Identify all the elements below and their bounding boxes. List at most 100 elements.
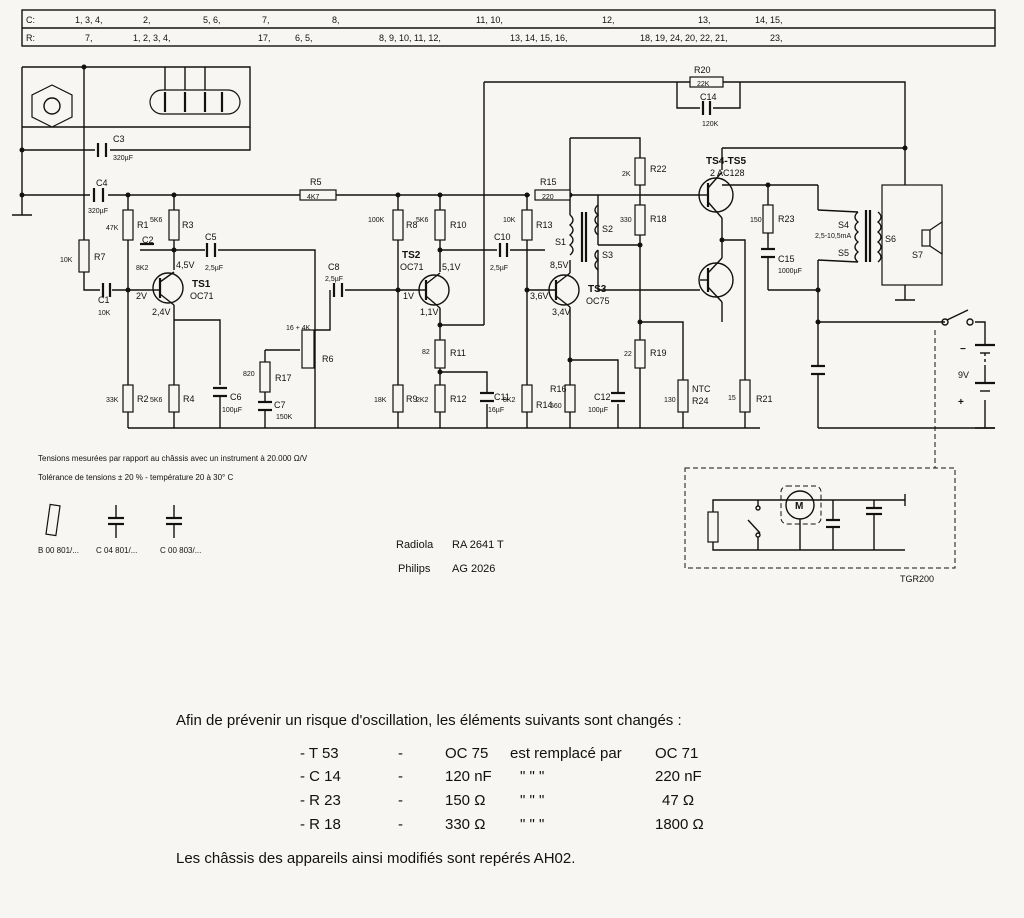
r2-value: 33K [106,397,119,404]
c6-value: 100µF [222,407,242,414]
header-c-label: C: [26,15,35,25]
mod-row-old: OC 75 [445,745,488,762]
resistor-r2 [122,384,134,413]
header-r-entry: 8, 9, 10, 11, 12, [379,33,441,43]
c4-value: 320µF [88,208,108,215]
transistor-ts3: TS3 OC75 [548,272,610,308]
ts3-ref: TS3 [588,284,607,295]
ts2-type: OC71 [400,262,424,272]
c14-value: 1000µF [778,268,802,275]
transistor-ts2: TS2 OC71 [400,250,450,309]
mod-row-old: 330 Ω [445,816,485,833]
header-c-entry: 13, [698,15,711,25]
mod-row-ref: - T 53 [300,745,339,762]
resistor-r4 [168,384,180,413]
model-2: AG 2026 [452,563,495,575]
note-line-1: Tensions mesurées par rapport au châssis… [38,454,308,463]
mod-row-new: 220 nF [655,768,702,785]
r7-ref: R7 [94,252,106,262]
voltage-ts1-e: 2,4V [152,307,171,317]
header-c-entry: 12, [602,15,615,25]
r4-ref: R4 [183,394,195,404]
header-c-entry: 7, [262,15,270,25]
mod-row-phrase: est remplacé par [510,745,622,762]
r17-value: 820 [243,371,255,378]
header-r-label: R: [26,33,35,43]
r22-value: 2K [622,171,631,178]
modification-footer: Les châssis des appareils ainsi modifiés… [176,850,575,867]
r12-value: 2K2 [416,397,429,404]
capacitors: C3 320µF C4 320µF C14 120K C1 10K C2 8K2… [88,92,825,421]
voltage-ts1-c: 4,5V [176,260,195,270]
header-r-entry: 1, 2, 3, 4, [133,33,171,43]
winding-s4: S4 [838,220,849,230]
resistor-r19 [634,339,646,369]
thermistor-r24 [677,379,689,413]
ts2-ref: TS2 [402,250,421,261]
r21-ref: R21 [756,394,773,404]
r1-value: 47K [106,225,119,232]
voltage-ts2-c: 5,1V [442,262,461,272]
ts4-ts5-type: 2 AC128 [710,168,745,178]
r2-ref: R2 [137,394,149,404]
r24-ntc: NTC [692,384,711,394]
header-c-entry: 5, 6, [203,15,221,25]
battery-voltage: 9V [958,370,969,380]
r13-ref: R13 [536,220,553,230]
r3-value: 5K6 [150,217,163,224]
mod-row-sep: - [398,816,403,833]
record-head [31,84,73,128]
r11-ref: R11 [450,348,466,358]
notes: Tensions mesurées par rapport au châssis… [38,454,308,482]
mod-row-phrase: " " " [520,768,544,785]
mod-row-new: 47 Ω [662,792,694,809]
c7-value: 150K [276,414,293,421]
resistor-r10 [434,209,446,241]
r4-value: 5K6 [150,397,163,404]
battery-icon: − 9V + [958,343,995,408]
c11-value: 16µF [488,407,504,414]
header-table: C: R: 1, 3, 4, 2, 5, 6, 7, 8, 11, 10, 12… [21,9,996,47]
r5-ref: R5 [310,177,322,187]
mod-row-ref: - R 23 [300,792,341,809]
r20-value: 22K [697,81,710,88]
motor-regulator-box: M TGR200 [684,467,956,584]
potentiometer-r6 [301,329,315,369]
transistors: TS1 OC71 TS2 OC71 TS3 OC75 [150,156,746,309]
r14-value: 8K2 [503,397,516,404]
voltage-ts2-e: 1,1V [420,307,439,317]
header-c-entry: 11, 10, [476,15,503,25]
c10-value: 2,5µF [490,265,508,272]
erase-head-symbol [149,67,241,115]
c11-ref: C11 [494,392,510,402]
r23-value: 150 [750,217,762,224]
resistor-r1 [122,209,134,241]
voltages: 4,5V 2V 2,4V 5,1V 1V 1,1V 8,5V 3,6V 3,4V [136,260,571,317]
c12-ref: C12 [594,392,611,402]
resistor-r22 [634,157,646,186]
c13-value: 120K [702,121,719,128]
resistor-r5 [299,189,337,201]
c1-value: 10K [98,310,111,317]
voltage-ts3-e: 3,4V [552,307,571,317]
note-line-2: Tolérance de tensions ± 20 % - températu… [38,473,233,482]
winding-s2: S2 [602,224,613,234]
mod-row-old: 120 nF [445,768,492,785]
r11-value: 82 [422,349,430,356]
winding-s5: S5 [838,248,849,258]
c13-ref: C14 [700,92,717,102]
c3-ref: C3 [113,134,125,144]
junctions [19,64,908,375]
r15-value: 220 [542,194,554,201]
legend-text-1: B 00 801/... [38,546,79,555]
r8-ref: R8 [406,220,418,230]
winding-s7: S7 [912,250,923,260]
resistor-r8 [392,209,404,241]
mod-row-new: 1800 Ω [655,816,704,833]
header-r-entry: 7, [85,33,93,43]
r16-value: 560 [550,403,562,410]
mod-row-sep: - [398,745,403,762]
power-switch-icon [941,309,974,326]
transistor-ts1: TS1 OC71 [150,271,214,306]
